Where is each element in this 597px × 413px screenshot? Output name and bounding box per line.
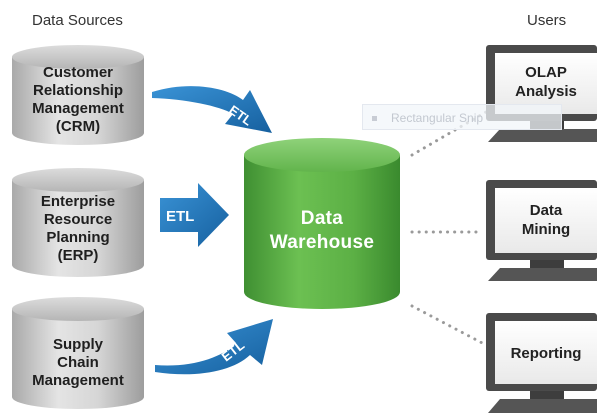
monitor-mining	[486, 180, 597, 281]
monitor-olap	[486, 45, 597, 142]
warehouse-line-1: Data	[300, 208, 344, 229]
data-sources-heading: Data Sources	[32, 12, 123, 29]
connector-reporting	[410, 304, 488, 347]
snip-dot-icon	[372, 116, 377, 121]
reporting-label: Reporting	[495, 344, 597, 363]
olap-line-2: Analysis	[515, 83, 577, 100]
crm-label: Customer Relationship Management (CRM)	[12, 64, 144, 136]
data-warehouse-label: Data Warehouse	[244, 207, 400, 255]
warehouse-line-2: Warehouse	[269, 232, 375, 253]
crm-line-1: Customer	[42, 64, 113, 81]
crm-cylinder	[12, 45, 144, 145]
data-warehouse-cylinder	[244, 138, 400, 309]
etl-arrow-supply	[155, 319, 273, 375]
supply-line-2: Chain	[57, 354, 99, 371]
erp-line-3: Planning	[46, 229, 110, 246]
reporting-line-1: Reporting	[510, 345, 582, 362]
crm-line-2: Relationship	[32, 82, 123, 99]
supply-chain-label: Supply Chain Management	[12, 336, 144, 390]
erp-label: Enterprise Resource Planning (ERP)	[12, 193, 144, 265]
data-mining-label: Data Mining	[495, 201, 597, 239]
users-heading: Users	[527, 12, 567, 29]
crm-line-4: (CRM)	[55, 118, 101, 135]
rectangular-snip-tooltip: Rectangular Snip	[362, 104, 562, 130]
etl-arrow-crm	[152, 86, 272, 133]
etl-arrow-erp	[160, 183, 229, 247]
mining-line-1: Data	[529, 202, 563, 219]
connector-lines	[410, 110, 488, 347]
erp-line-4: (ERP)	[57, 247, 99, 264]
crm-line-3: Management	[32, 100, 124, 117]
etl-label-erp: ETL	[166, 208, 194, 225]
erp-cylinder	[12, 168, 144, 277]
olap-analysis-label: OLAP Analysis	[495, 63, 597, 101]
supply-line-3: Management	[32, 372, 124, 389]
supply-chain-cylinder	[12, 297, 144, 409]
olap-line-1: OLAP	[525, 64, 567, 81]
monitor-reporting	[486, 313, 597, 413]
erp-line-2: Resource	[43, 211, 113, 228]
supply-line-1: Supply	[52, 336, 103, 353]
erp-line-1: Enterprise	[40, 193, 116, 210]
mining-line-2: Mining	[521, 221, 571, 238]
snip-tooltip-text: Rectangular Snip	[391, 111, 484, 125]
